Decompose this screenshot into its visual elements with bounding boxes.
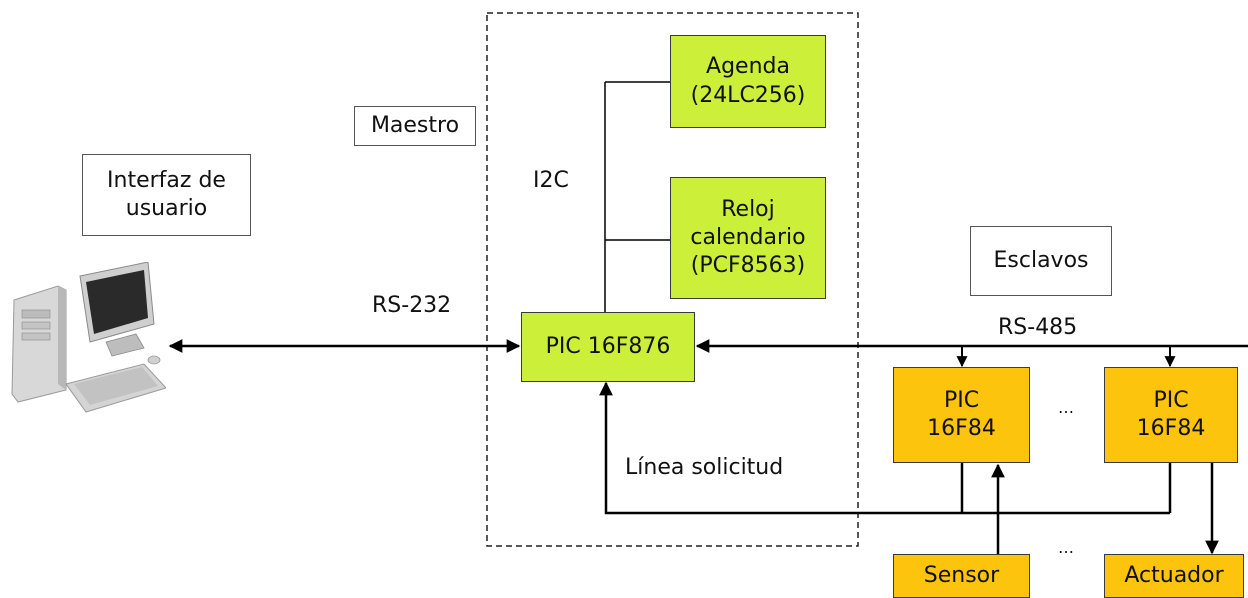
rs232-label: RS-232 [372,293,452,318]
rs485-label: RS-485 [998,315,1078,340]
esclavos-label: Esclavos [970,226,1112,296]
reloj-line3: (PCF8563) [690,253,806,279]
connection-lines [168,12,1248,555]
ellipsis-slaves: … [1058,398,1074,417]
actuador-text: Actuador [1124,562,1224,588]
esclavos-text: Esclavos [993,247,1089,273]
sensor-text: Sensor [923,562,1000,588]
ellipsis-devices: … [1058,538,1074,557]
agenda-line2: (24LC256) [690,82,806,108]
pic-master-block: PIC 16F876 [521,312,695,382]
slave-2-line2: 16F84 [1136,416,1206,441]
reloj-line2: calendario [690,224,806,250]
reloj-calendario-block: Reloj calendario (PCF8563) [670,177,826,299]
maestro-text: Maestro [370,112,460,138]
interfaz-usuario-line1: Interfaz de [107,167,226,193]
linea-solicitud-label: Línea solicitud [625,455,784,480]
slave-pic-block-1: PIC 16F84 [893,367,1030,463]
agenda-line1: Agenda [706,54,790,80]
request-line [606,383,1172,515]
actuador-block: Actuador [1104,554,1244,598]
interfaz-usuario-label: Interfaz de usuario [82,154,251,236]
slave-1-line2: 16F84 [927,416,996,441]
agenda-memory-block: Agenda (24LC256) [670,35,826,128]
reloj-line1: Reloj [721,196,775,222]
slave-pic-block-2: PIC 16F84 [1104,367,1238,463]
slave-1-line1: PIC [943,387,980,413]
pic-master-text: PIC 16F876 [545,333,671,359]
sensor-block: Sensor [893,554,1030,598]
maestro-boundary [486,12,859,547]
interfaz-usuario-line2: usuario [125,196,208,221]
slave-2-line1: PIC [1153,387,1189,413]
maestro-label: Maestro [354,106,476,146]
i2c-label: I2C [533,168,569,193]
desktop-computer-icon [11,262,166,413]
